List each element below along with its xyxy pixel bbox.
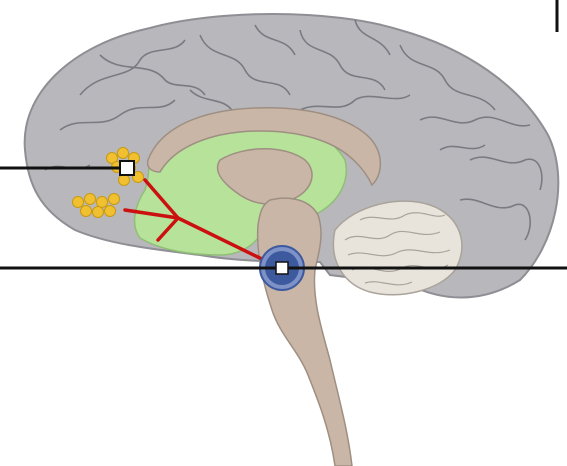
cerebellum [333, 201, 461, 295]
prefrontal-marker [120, 161, 134, 175]
